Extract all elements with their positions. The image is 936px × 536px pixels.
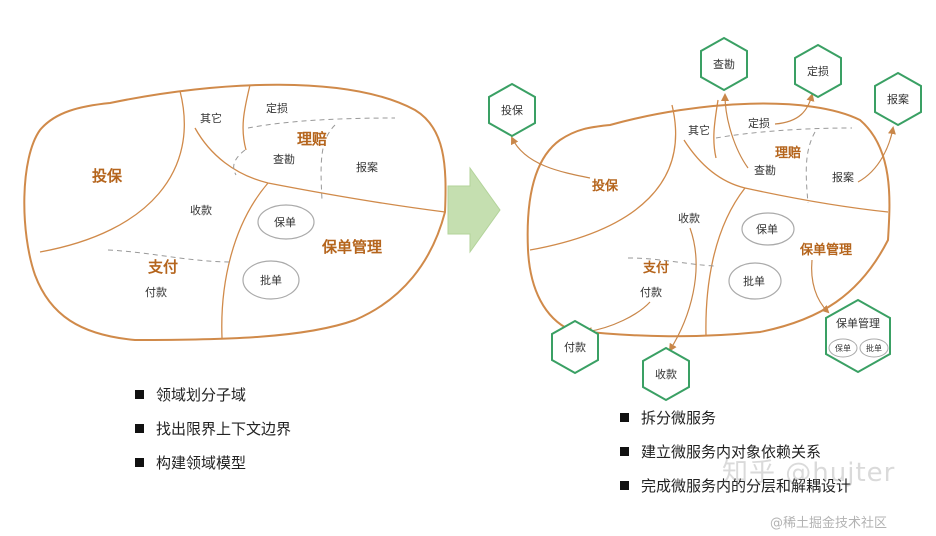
hexagon-fukuan [551,319,599,375]
right-domain-map: 投保 理赔 支付 保单管理 其它 定损 查勘 报案 收款 付款 保单 批单 [526,99,891,338]
bullet-square-icon [620,412,629,422]
left-bullet-text: 找出限界上下文边界 [156,419,292,438]
connector-baoan [857,126,896,183]
left-bullet-item: 构建领域模型 [135,445,291,479]
bullet-square-icon [620,480,629,490]
ms-toubao-label: 投保 [501,103,523,117]
right-boundary-oval [526,102,891,338]
ms-pidan-label: 批单 [866,343,882,353]
left-divider-toubao [39,90,185,253]
right-subdomain-fukuan: 付款 [640,285,662,299]
right-domain-baodan-guanli: 保单管理 [799,242,852,258]
left-bullet-list: 领域划分子域 找出限界上下文边界 构建领域模型 [135,377,291,479]
left-subdomain-fukuan: 付款 [145,285,167,299]
right-divider-zhifu [705,187,746,337]
ms-pidan-ellipse [859,338,889,358]
left-subdomain-dingsun: 定损 [266,101,288,115]
right-bullet-text: 拆分微服务 [641,408,717,427]
left-subdomain-pidan: 批单 [260,273,282,287]
connector-shoukuan [668,227,697,352]
ms-shoukuan-label: 收款 [655,367,677,381]
left-boundary-oval [23,83,447,342]
right-subdomain-shoukuan: 收款 [678,211,700,225]
bullet-square-icon [135,423,144,433]
left-bullet-item: 找出限界上下文边界 [135,411,291,445]
right-domain-lipei: 理赔 [775,145,801,161]
right-subdomain-baodan: 保单 [756,222,778,236]
right-divider-center [683,139,889,213]
left-subdomain-shoukuan: 收款 [190,203,212,217]
ms-dingsun-label: 定损 [807,64,829,78]
right-domain-zhifu: 支付 [642,260,669,276]
right-bullet-item: 完成微服务内的分层和解耦设计 [620,468,851,502]
right-bullet-item: 建立微服务内对象依赖关系 [620,434,851,468]
left-subdomain-baoan: 报案 [356,160,378,174]
right-divider-qita-lipei [713,99,719,159]
left-dash-dingsun [247,117,396,129]
left-domain-lipei: 理赔 [297,130,327,148]
ms-chakan-label: 查勘 [713,57,735,71]
right-bullet-list: 拆分微服务 建立微服务内对象依赖关系 完成微服务内的分层和解耦设计 [620,400,851,502]
right-subdomain-dingsun: 定损 [748,116,770,130]
right-dash-baoan [805,131,816,204]
right-subdomain-qita: 其它 [688,123,710,137]
right-subdomain-pidan: 批单 [743,274,765,288]
juejin-watermark: @稀土掘金技术社区 [770,516,888,531]
ms-baodan-label: 保单 [835,343,851,353]
left-dash-zhifu [107,249,234,263]
connector-toubao [511,136,591,179]
right-dash-zhifu [627,257,716,267]
bullet-square-icon [135,389,144,399]
bullet-square-icon [135,457,144,467]
right-bullet-text: 建立微服务内对象依赖关系 [641,442,822,461]
right-pidan-ellipse [728,262,782,300]
left-domain-baodan-guanli: 保单管理 [321,238,382,256]
left-domain-map: 投保 理赔 支付 保单管理 其它 定损 查勘 报案 收款 付款 保单 批单 [23,83,447,342]
hexagon-chakan [700,36,748,92]
ms-baodan-ellipse [828,338,858,358]
left-subdomain-qita: 其它 [200,111,222,125]
right-bullet-text: 完成微服务内的分层和解耦设计 [641,476,852,495]
ms-baodan-guanli-label: 保单管理 [836,316,880,330]
left-bullet-text: 构建领域模型 [156,453,247,472]
left-dash-baoan [320,124,336,201]
left-divider-qita-lipei [242,84,251,151]
left-pidan-ellipse [242,260,300,300]
left-subdomain-baodan: 保单 [274,215,296,229]
right-domain-toubao: 投保 [592,178,619,194]
left-divider-center [194,127,446,213]
connector-dingsun [774,93,815,125]
hexagon-baodan-guanli [825,298,891,374]
ms-baoan-label: 报案 [887,92,909,106]
left-bullet-text: 领域划分子域 [156,385,247,404]
left-dash-qita [233,149,246,176]
left-baodan-ellipse [257,204,315,240]
connector-chakan [721,93,749,169]
hexagon-toubao [488,82,536,138]
hexagon-dingsun [794,43,842,99]
right-dash-dingsun [715,127,853,139]
hexagon-baoan [874,71,922,127]
right-subdomain-baoan: 报案 [832,170,854,184]
connector-fukuan [584,301,651,336]
left-domain-toubao: 投保 [92,167,123,185]
right-divider-toubao [529,104,677,251]
right-baodan-ellipse [741,212,795,246]
right-bullet-item: 拆分微服务 [620,400,851,434]
left-subdomain-chakan: 查勘 [273,152,295,166]
left-divider-zhifu [221,182,269,339]
ms-fukuan-label: 付款 [564,340,586,354]
left-bullet-item: 领域划分子域 [135,377,291,411]
transition-arrow [447,166,501,254]
connector-baodan-guanli [811,259,830,314]
left-domain-zhifu: 支付 [147,258,178,276]
hexagon-shoukuan [642,346,690,402]
microservice-hexagons: 投保 查勘 定损 报案 付款 收款 保单管理 保单 批单 [488,36,922,402]
bullet-square-icon [620,446,629,456]
zhihu-watermark: 知乎 @hujter [722,458,896,488]
right-subdomain-chakan: 查勘 [754,163,776,177]
